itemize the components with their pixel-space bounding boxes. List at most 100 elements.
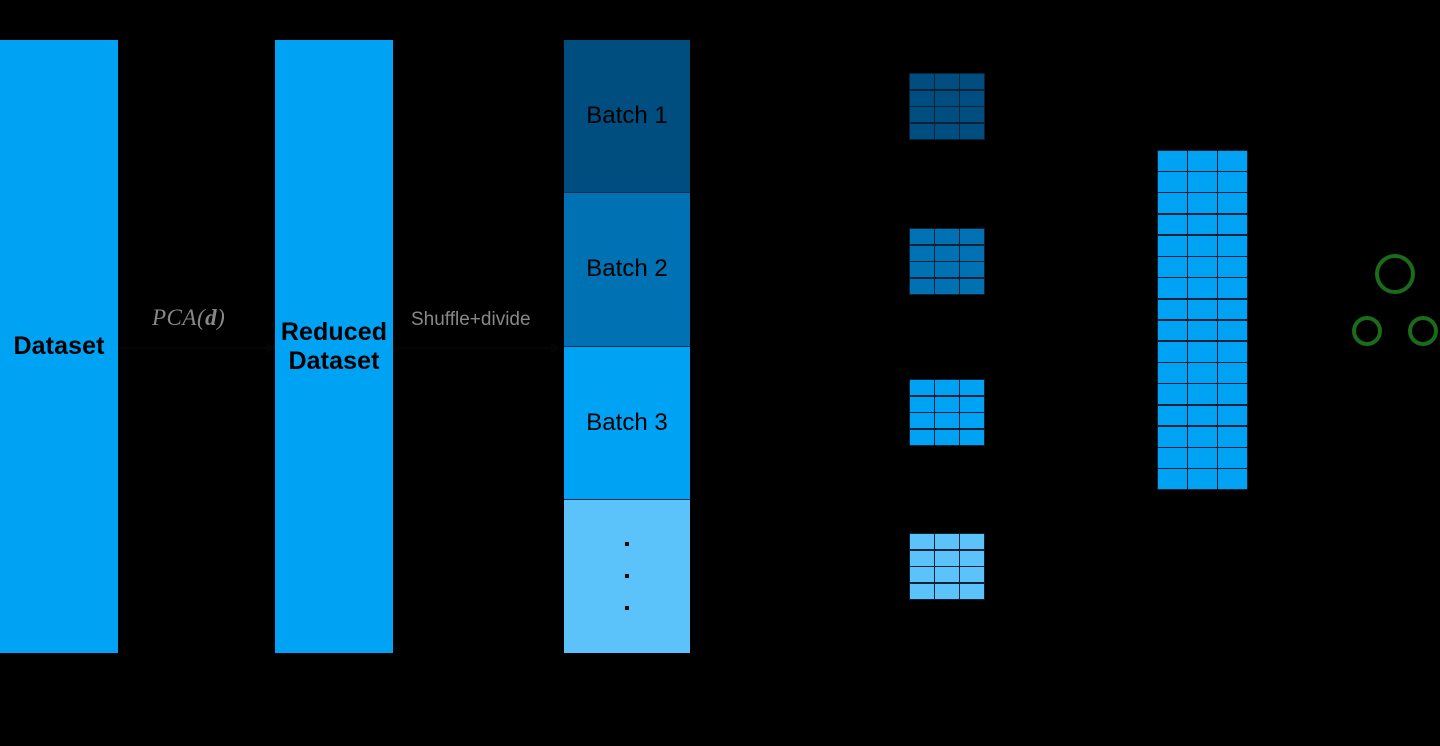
matrix-1-cell	[960, 90, 984, 106]
stacked-matrix-cell	[1218, 405, 1247, 426]
matrix-3-cell	[960, 429, 984, 445]
matrix-4-cell	[935, 534, 959, 550]
matrix-3-cell	[910, 380, 934, 396]
matrix-3-cell	[960, 413, 984, 429]
matrix-2-cell	[935, 245, 959, 261]
stacked-matrix-cell	[1218, 278, 1247, 299]
stacked-matrix-cell	[1218, 341, 1247, 362]
matrix-3-cell	[935, 396, 959, 412]
matrix-1-cell	[910, 74, 934, 90]
stacked-matrix-cell	[1158, 448, 1187, 468]
stacked-matrix-cell	[1188, 320, 1217, 341]
stacked-matrix-cell	[1218, 151, 1247, 171]
stacked-matrix-cell	[1218, 257, 1247, 277]
matrix-4-cell	[935, 567, 959, 583]
stacked-matrix-cell	[1158, 257, 1187, 277]
matrix-batch-2	[909, 228, 985, 295]
arrow-shuffle-line	[393, 347, 553, 349]
stacked-matrix-cell	[1158, 172, 1187, 192]
stacked-matrix-cell	[1218, 426, 1247, 447]
stacked-matrix-cell	[1188, 172, 1217, 192]
reduced-dataset-label-line2: Dataset	[288, 346, 380, 375]
matrix-4-cell	[910, 567, 934, 583]
matrix-2-cell	[910, 278, 934, 294]
stacked-matrix	[1157, 150, 1248, 490]
stacked-matrix-cell	[1218, 469, 1247, 489]
stacked-matrix-cell	[1158, 151, 1187, 171]
matrix-1-cell	[960, 74, 984, 90]
batch-label: Batch 2	[586, 255, 668, 283]
batch-cell-2: Batch 2	[564, 193, 690, 347]
matrix-3-cell	[910, 396, 934, 412]
stacked-matrix-cell	[1188, 384, 1217, 405]
matrix-4-cell	[960, 534, 984, 550]
stacked-matrix-cell	[1218, 384, 1247, 405]
matrix-batch-4	[909, 533, 985, 600]
matrix-1-cell	[910, 123, 934, 139]
stacked-matrix-cell	[1188, 299, 1217, 320]
matrix-2-cell	[910, 262, 934, 278]
matrix-3-cell	[935, 380, 959, 396]
matrix-2-cell	[960, 229, 984, 245]
stacked-matrix-cell	[1188, 235, 1217, 256]
matrix-1-cell	[935, 107, 959, 123]
matrix-4-cell	[935, 583, 959, 599]
matrix-2-cell	[960, 245, 984, 261]
batch-column: Batch 1 Batch 2 Batch 3	[564, 40, 690, 653]
stacked-matrix-cell	[1188, 278, 1217, 299]
stacked-matrix-cell	[1158, 299, 1187, 320]
stacked-matrix-cell	[1158, 193, 1187, 214]
stacked-matrix-cell	[1188, 341, 1217, 362]
pca-label-var: d	[205, 305, 218, 330]
dataset-label: Dataset	[13, 332, 105, 361]
matrix-2-cell	[935, 262, 959, 278]
stacked-matrix-cell	[1188, 469, 1217, 489]
matrix-2-cell	[935, 278, 959, 294]
matrix-4-cell	[910, 534, 934, 550]
stacked-matrix-cell	[1188, 363, 1217, 383]
matrix-3-cell	[910, 413, 934, 429]
matrix-2-cell	[960, 262, 984, 278]
stacked-matrix-cell	[1158, 235, 1187, 256]
matrix-batch-1	[909, 73, 985, 140]
matrix-1-cell	[960, 107, 984, 123]
matrix-4-cell	[960, 567, 984, 583]
stacked-matrix-cell	[1158, 405, 1187, 426]
batch-cell-1: Batch 1	[564, 40, 690, 194]
stacked-matrix-cell	[1218, 299, 1247, 320]
pca-label-text: PCA(	[152, 305, 206, 330]
vertical-ellipsis-icon	[625, 542, 629, 611]
batch-cell-4	[564, 499, 690, 653]
matrix-batch-3	[909, 379, 985, 446]
stacked-matrix-cell	[1218, 235, 1247, 256]
batch-label: Batch 3	[586, 408, 668, 436]
matrix-4-cell	[935, 550, 959, 566]
reduced-dataset-label-line1: Reduced	[280, 317, 388, 346]
matrix-1-cell	[910, 107, 934, 123]
edge-label-shuffle: Shuffle+divide	[411, 309, 531, 330]
stacked-matrix-cell	[1218, 193, 1247, 214]
stacked-matrix-cell	[1188, 257, 1217, 277]
dataset-block: Dataset	[0, 40, 118, 653]
stacked-matrix-cell	[1188, 405, 1217, 426]
stacked-matrix-cell	[1158, 214, 1187, 235]
stacked-matrix-cell	[1218, 448, 1247, 468]
stacked-matrix-cell	[1158, 341, 1187, 362]
matrix-2-cell	[960, 278, 984, 294]
matrix-3-cell	[960, 396, 984, 412]
stacked-matrix-cell	[1158, 320, 1187, 341]
stacked-matrix-cell	[1188, 426, 1217, 447]
matrix-1-cell	[935, 90, 959, 106]
matrix-1-cell	[935, 123, 959, 139]
node-graph	[1340, 245, 1440, 355]
stacked-matrix-cell	[1188, 448, 1217, 468]
node-top	[1375, 254, 1415, 294]
matrix-1-cell	[935, 74, 959, 90]
matrix-3-cell	[935, 413, 959, 429]
stacked-matrix-cell	[1188, 214, 1217, 235]
arrow-pca-head	[266, 342, 275, 354]
matrix-1-cell	[910, 90, 934, 106]
stacked-matrix-cell	[1218, 320, 1247, 341]
matrix-4-cell	[910, 550, 934, 566]
